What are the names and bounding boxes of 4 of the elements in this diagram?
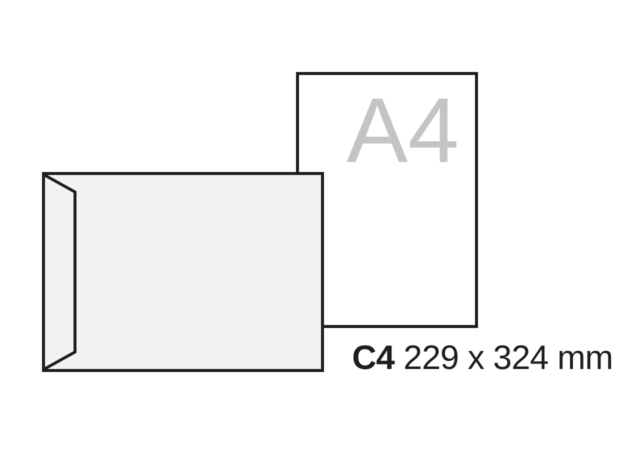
envelope-size-label: C4 229 x 324 mm: [352, 341, 613, 375]
paper-sheet: [296, 72, 478, 328]
paper-size-label: A4: [346, 85, 459, 177]
envelope-drawing: [42, 172, 324, 372]
